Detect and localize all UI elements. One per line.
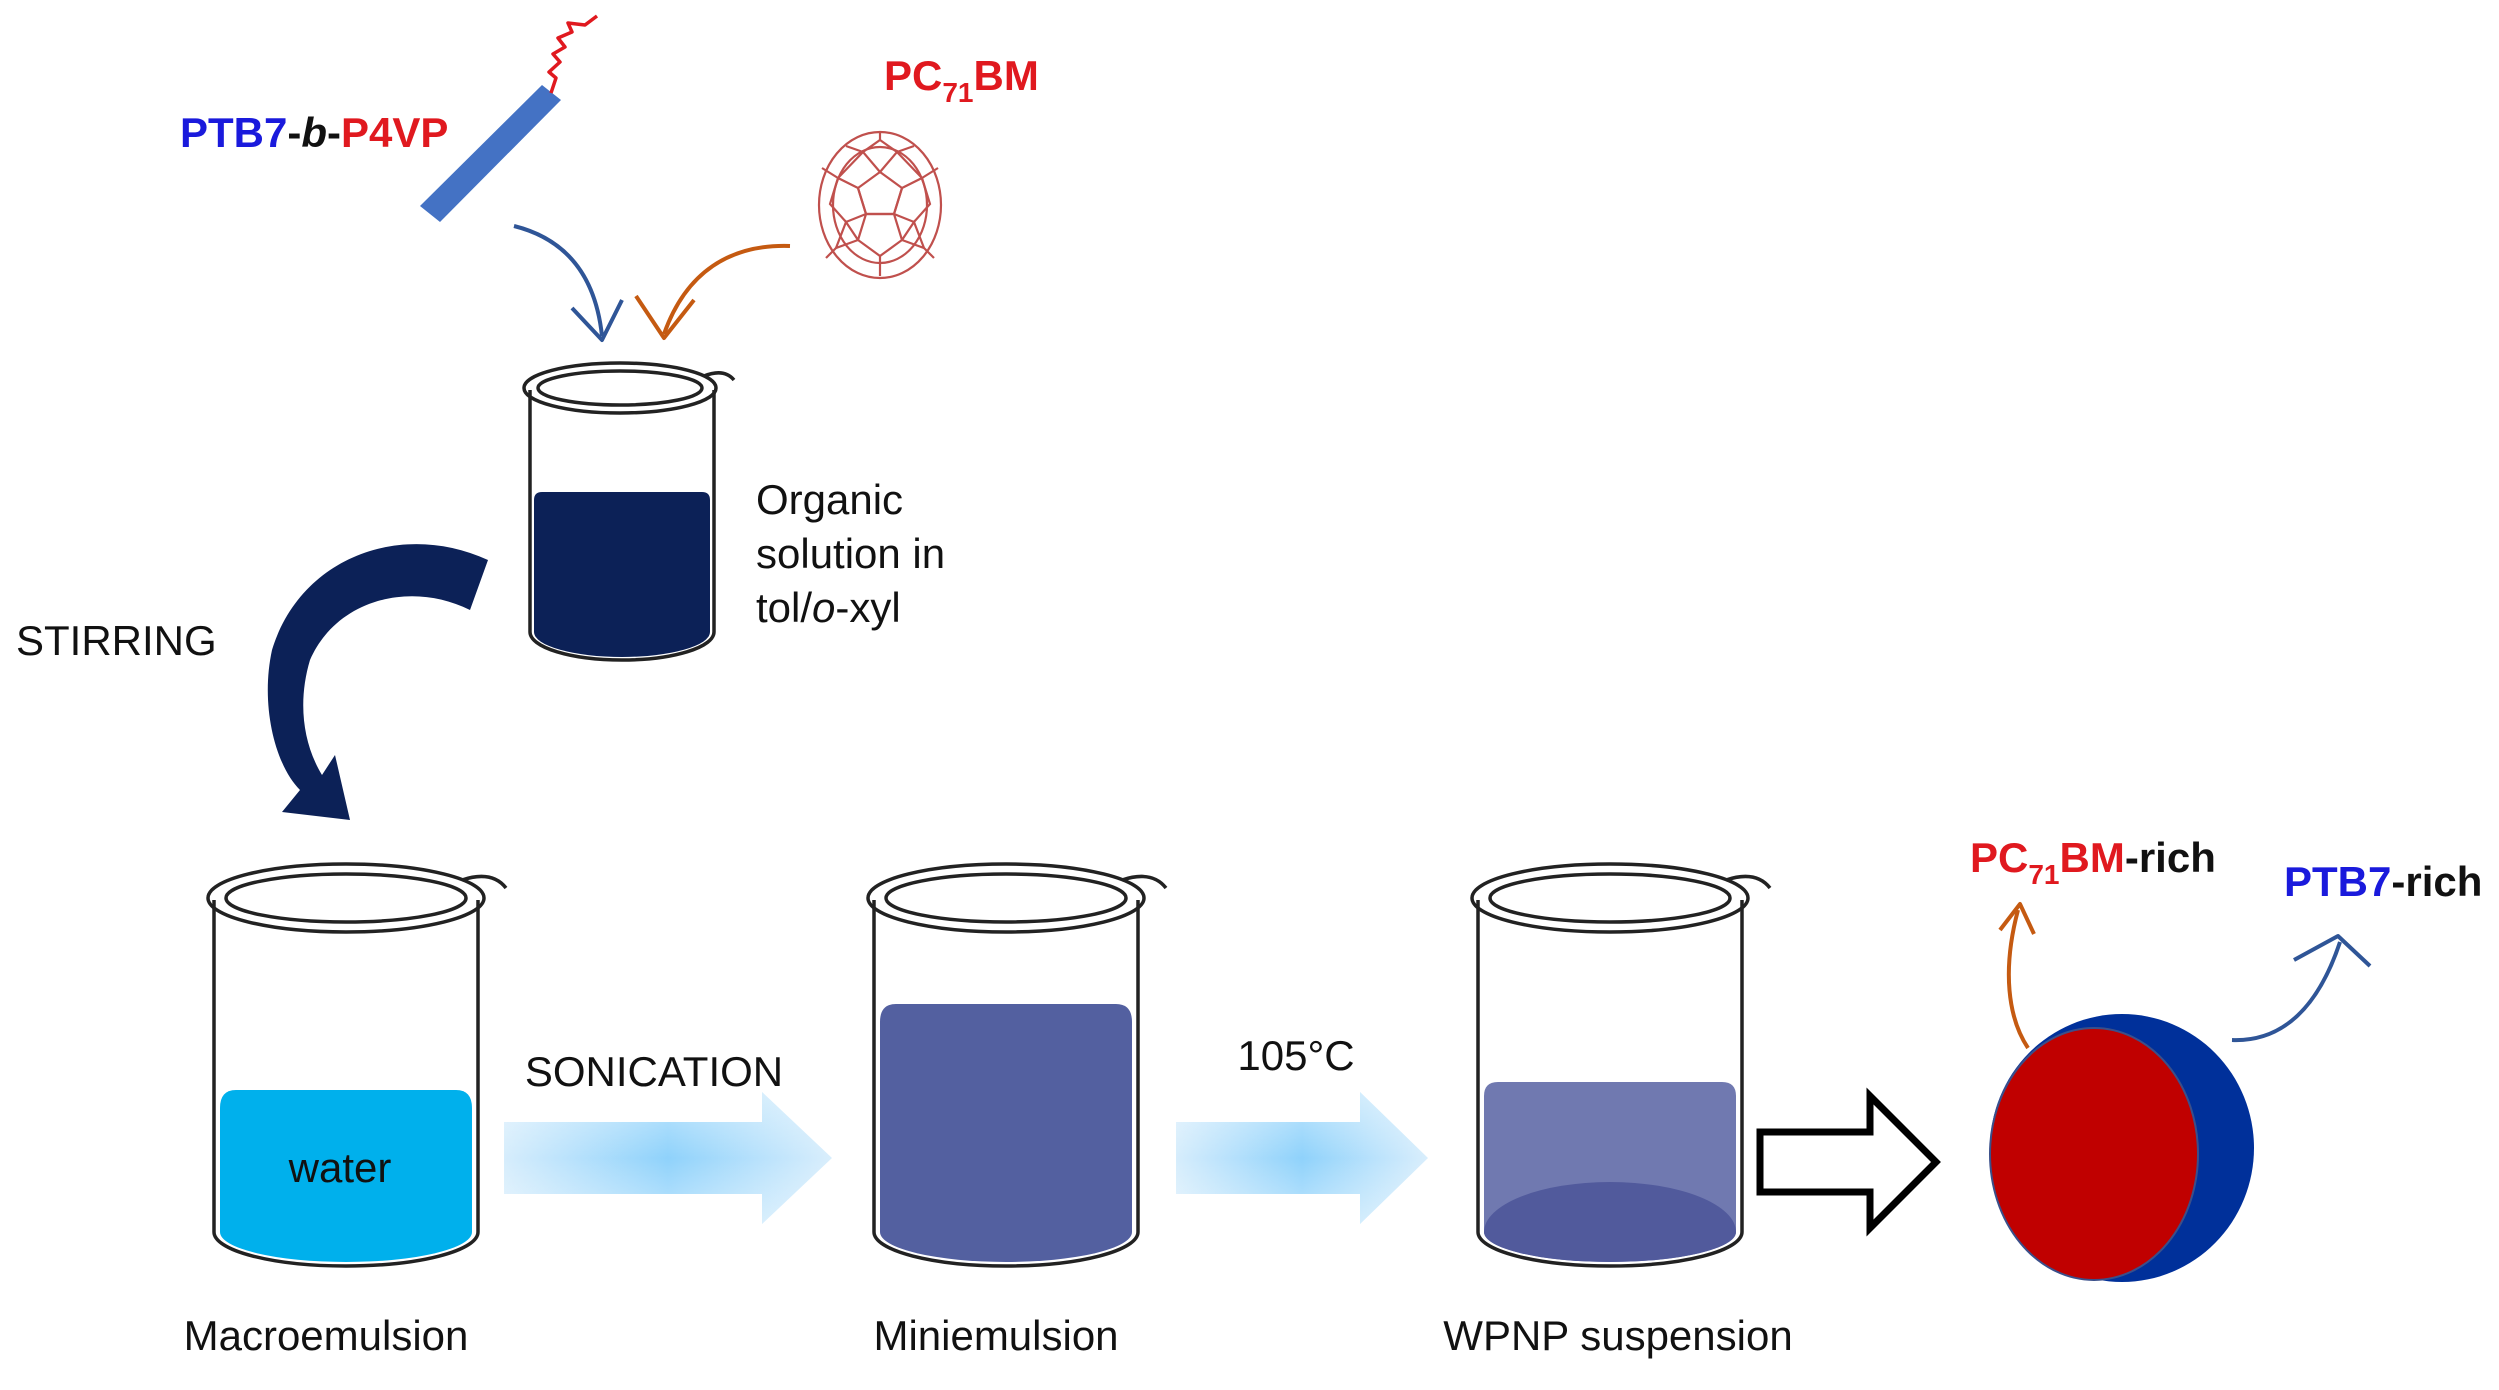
- polymer-label-dash2: -: [327, 109, 341, 156]
- pcbm-rich-base: PC: [1970, 834, 2028, 881]
- ptb7-rich-arrow: [2231, 934, 2372, 1043]
- polymer-label-p4vp: P4VP: [341, 109, 448, 156]
- pcbm-rich-suffix: -rich: [2125, 834, 2216, 881]
- stirring-arrow: [267, 544, 488, 820]
- pcbm-rich-label: PC71BM-rich: [1970, 834, 2216, 890]
- fullerene-label: PC71BM: [884, 52, 1039, 108]
- janus-particle: [1989, 1014, 2254, 1282]
- fullerene-label-base: PC: [884, 52, 942, 99]
- result-arrow: [1756, 1087, 1941, 1237]
- macroemulsion-beaker: water: [206, 862, 508, 1268]
- organic-solution-line2: solution in: [756, 530, 945, 577]
- pcbm-rich-arrow: [1998, 902, 2036, 1050]
- polymer-rod-icon: [420, 14, 599, 222]
- polymer-label: PTB7-b-P4VP: [180, 109, 448, 156]
- ptb7-rich-suffix: -rich: [2391, 858, 2482, 905]
- organic-solution-line3-start: tol/: [756, 584, 812, 631]
- organic-solution-line1: Organic: [756, 476, 903, 523]
- organic-solution-line3-italic: o: [812, 584, 835, 631]
- wpnp-beaker: [1470, 862, 1772, 1268]
- fullerene-label-sub: 71: [942, 77, 973, 108]
- organic-solution-line3-end: -xyl: [835, 584, 900, 631]
- sonication-label: SONICATION: [525, 1048, 783, 1095]
- macroemulsion-label: Macroemulsion: [184, 1312, 469, 1359]
- miniemulsion-beaker: [866, 862, 1168, 1268]
- temperature-label: 105°C: [1237, 1032, 1354, 1079]
- pcbm-rich-sub: 71: [2028, 859, 2059, 890]
- ptb7-rich-base: PTB7: [2284, 858, 2391, 905]
- polymer-label-ptb7: PTB7: [180, 109, 287, 156]
- pcbm-rich-tail: BM: [2060, 834, 2125, 881]
- ptb7-rich-label: PTB7-rich: [2284, 858, 2482, 905]
- polymer-label-dash1: -: [287, 109, 301, 156]
- stirring-label: STIRRING: [16, 617, 217, 664]
- miniemulsion-label: Miniemulsion: [873, 1312, 1118, 1359]
- fullerene-feed-arrow: [634, 243, 791, 340]
- water-label: water: [288, 1144, 392, 1191]
- organic-solution-beaker: [522, 361, 736, 662]
- fullerene-label-tail: BM: [974, 52, 1039, 99]
- wpnp-label: WPNP suspension: [1443, 1312, 1792, 1359]
- polymer-label-block: b: [301, 109, 327, 156]
- fullerene-icon: [817, 130, 943, 280]
- organic-solution-label: Organic solution in tol/o-xyl: [756, 476, 957, 631]
- sonication-arrow: [504, 1092, 832, 1224]
- organic-solution-line3: tol/o-xyl: [756, 584, 901, 631]
- polymer-feed-arrow: [513, 224, 624, 342]
- heating-arrow: [1176, 1092, 1428, 1224]
